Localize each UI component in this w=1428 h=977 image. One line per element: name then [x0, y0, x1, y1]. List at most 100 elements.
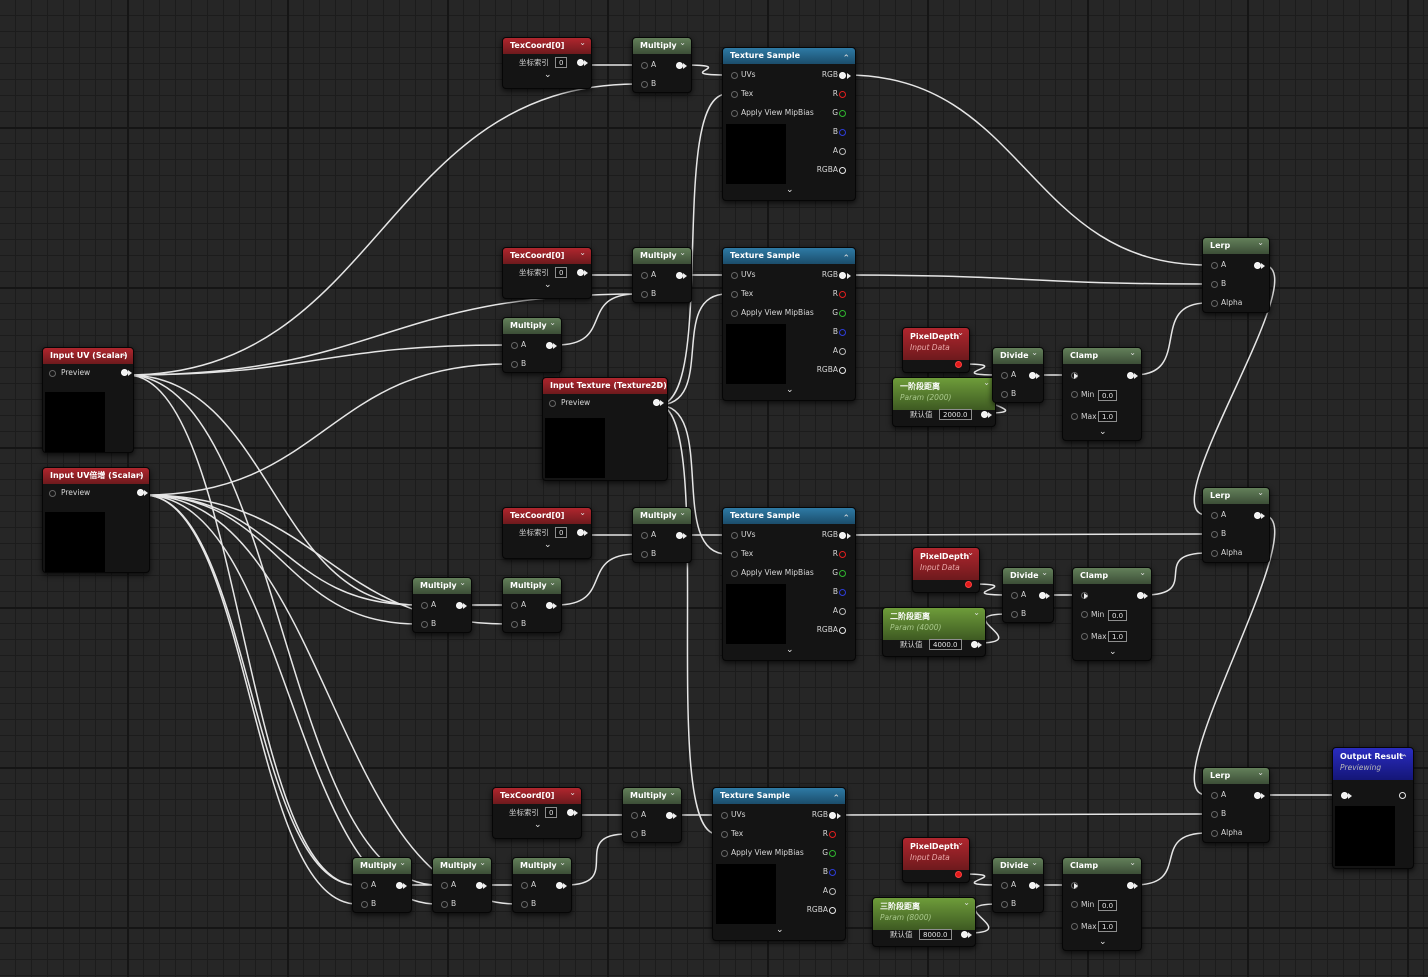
chevron-down-icon[interactable]: ⌄	[786, 385, 794, 395]
input-pin-max[interactable]	[1071, 413, 1078, 420]
input-pin-max[interactable]	[1071, 923, 1078, 930]
value-field[interactable]: 8000.0	[919, 929, 952, 940]
output-pin-b[interactable]	[839, 129, 846, 136]
output-pin[interactable]	[1254, 792, 1261, 799]
input-pin-b[interactable]	[511, 621, 518, 628]
output-pin-g[interactable]	[839, 310, 846, 317]
node-header[interactable]: Texture Sample⌃	[723, 48, 855, 64]
wire-43[interactable]	[1143, 552, 1208, 596]
input-pin-min[interactable]	[1071, 901, 1078, 908]
value-field[interactable]: 0	[555, 57, 568, 68]
input-pin-a[interactable]	[641, 62, 648, 69]
value-field[interactable]: 0.0	[1108, 610, 1128, 621]
input-pin[interactable]	[731, 532, 738, 539]
input-pin-alpha[interactable]	[1211, 550, 1218, 557]
value-field[interactable]: 0	[555, 267, 568, 278]
chevron-down-icon[interactable]: ⌄	[1257, 238, 1264, 247]
output-pin[interactable]	[981, 411, 988, 418]
chevron-down-icon[interactable]: ⌄	[776, 925, 784, 935]
input-pin-b[interactable]	[441, 901, 448, 908]
input-pin[interactable]	[731, 91, 738, 98]
input-pin-alpha[interactable]	[1211, 830, 1218, 837]
wire-33[interactable]	[845, 274, 1208, 285]
input-pin-b[interactable]	[641, 551, 648, 558]
node-header[interactable]: Multiply⌄	[633, 38, 691, 54]
output-pin[interactable]	[1029, 372, 1036, 379]
triangle-pin-icon[interactable]	[553, 343, 557, 349]
triangle-pin-icon[interactable]	[660, 400, 664, 406]
triangle-pin-icon[interactable]	[978, 642, 982, 648]
input-pin-a[interactable]	[1211, 512, 1218, 519]
chevron-down-icon[interactable]: ⌄	[399, 858, 406, 867]
wire-6[interactable]	[143, 363, 508, 496]
triangle-pin-icon[interactable]	[837, 813, 841, 819]
triangle-pin-icon[interactable]	[683, 533, 687, 539]
chevron-down-icon[interactable]: ⌄	[579, 248, 586, 257]
node-header[interactable]: Lerp⌄	[1203, 768, 1269, 784]
triangle-pin-icon[interactable]	[1036, 883, 1040, 889]
wire-45[interactable]	[966, 903, 998, 934]
chevron-down-icon[interactable]: ⌄	[786, 185, 794, 195]
wire-44[interactable]	[961, 873, 998, 886]
input-pin-a[interactable]	[1211, 262, 1218, 269]
chevron-down-icon[interactable]: ⌄	[544, 70, 552, 80]
chevron-down-icon[interactable]: ⌄	[957, 328, 964, 337]
triangle-pin-icon[interactable]	[988, 412, 992, 418]
output-pin[interactable]	[121, 369, 128, 376]
input-pin-a[interactable]	[361, 882, 368, 889]
node-header[interactable]: Divide⌄	[993, 348, 1043, 364]
chevron-down-icon[interactable]: ⌄	[1139, 568, 1146, 577]
output-pin[interactable]	[1127, 372, 1134, 379]
node-header[interactable]: Clamp⌄	[1063, 858, 1141, 874]
output-pin[interactable]	[1137, 592, 1144, 599]
input-pin-a[interactable]	[1211, 792, 1218, 799]
output-pin[interactable]	[137, 489, 144, 496]
triangle-pin-icon[interactable]	[1144, 593, 1148, 599]
input-pin-b[interactable]	[521, 901, 528, 908]
chevron-down-icon[interactable]: ⌄	[549, 318, 556, 327]
input-pin-a[interactable]	[1001, 882, 1008, 889]
output-pin[interactable]	[653, 399, 660, 406]
wire-18[interactable]	[555, 293, 638, 346]
value-field[interactable]: 0	[545, 807, 558, 818]
input-pin[interactable]	[731, 570, 738, 577]
node-header[interactable]: Multiply⌄	[513, 858, 571, 874]
chevron-down-icon[interactable]: ⌄	[544, 540, 552, 550]
wire-0[interactable]	[126, 83, 638, 376]
chevron-down-icon[interactable]: ⌄	[1099, 427, 1107, 437]
node-header[interactable]: TexCoord[0]⌄	[503, 248, 591, 264]
output-pin[interactable]	[567, 809, 574, 816]
input-pin-b[interactable]	[421, 621, 428, 628]
output-pin-rgb[interactable]	[829, 812, 836, 819]
chevron-down-icon[interactable]: ⌄	[963, 898, 970, 907]
wire-8[interactable]	[143, 494, 418, 625]
input-pin-b[interactable]	[641, 291, 648, 298]
input-pin-b[interactable]	[641, 81, 648, 88]
node-header[interactable]: Multiply⌄	[633, 508, 691, 524]
wire-49[interactable]	[1193, 514, 1276, 796]
value-field[interactable]: 0.0	[1098, 390, 1118, 401]
output-pin[interactable]	[577, 269, 584, 276]
wire-31[interactable]	[657, 404, 718, 835]
triangle-pin-icon[interactable]	[128, 370, 132, 376]
wire-32[interactable]	[845, 74, 1208, 266]
output-pin-g[interactable]	[839, 570, 846, 577]
triangle-pin-icon[interactable]	[144, 490, 148, 496]
preview-pin[interactable]	[49, 370, 56, 377]
chevron-down-icon[interactable]: ⌄	[1129, 348, 1136, 357]
node-header[interactable]: Multiply⌄	[503, 578, 561, 594]
triangle-pin-icon[interactable]	[1348, 793, 1352, 799]
triangle-pin-icon[interactable]	[1261, 513, 1265, 519]
